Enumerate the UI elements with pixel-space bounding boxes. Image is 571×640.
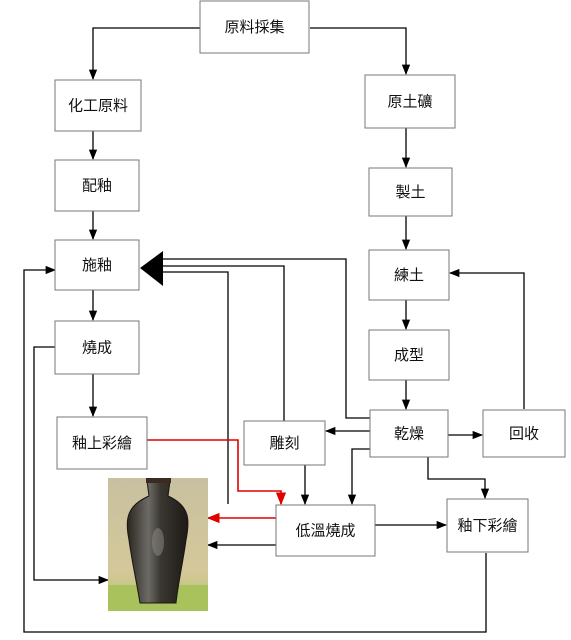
svg-text:練土: 練土 — [394, 266, 424, 284]
svg-text:化工原料: 化工原料 — [68, 97, 128, 115]
edge-recycling-to-kneading — [448, 268, 525, 409]
node-glaze-mixing[interactable]: 配釉 — [54, 159, 140, 212]
edges — [23, 27, 525, 633]
edge-drying-to-underglaze — [427, 457, 490, 500]
svg-text:釉下彩繪: 釉下彩繪 — [457, 517, 517, 535]
edge-drying-to-glazing-line — [163, 258, 370, 419]
edge-drying-to-low-temp — [347, 448, 370, 506]
svg-text:低溫燒成: 低溫燒成 — [295, 522, 355, 540]
edge-collection-to-clay-ore — [310, 27, 411, 76]
node-chemical-raw-material[interactable]: 化工原料 — [54, 79, 142, 132]
node-clay-kneading[interactable]: 練土 — [368, 249, 450, 301]
node-firing[interactable]: 燒成 — [54, 320, 140, 375]
node-underglaze-painting[interactable]: 釉下彩繪 — [446, 498, 529, 553]
edge-underglaze-to-glazing — [23, 265, 487, 633]
node-forming[interactable]: 成型 — [368, 329, 450, 381]
svg-text:釉上彩繪: 釉上彩繪 — [72, 434, 132, 452]
node-clay-making[interactable]: 製土 — [368, 167, 453, 217]
svg-text:回收: 回收 — [509, 425, 539, 443]
edge-firing-to-vase — [33, 346, 110, 585]
nodes: 原料採集 化工原料 原土礦 配釉 製土 施釉 練土 燒成 — [54, 0, 566, 557]
node-carving[interactable]: 雕刻 — [243, 420, 326, 466]
svg-text:原料採集: 原料採集 — [224, 18, 284, 36]
glazing-large-arrowhead — [140, 251, 163, 286]
node-recycling[interactable]: 回收 — [482, 409, 566, 458]
node-overglaze-painting[interactable]: 釉上彩繪 — [56, 416, 148, 470]
node-glazing[interactable]: 施釉 — [54, 239, 140, 291]
edge-glazing-return-line — [163, 271, 229, 504]
svg-text:乾燥: 乾燥 — [394, 425, 424, 443]
svg-text:原土礦: 原土礦 — [387, 93, 432, 111]
svg-text:雕刻: 雕刻 — [269, 434, 299, 452]
edge-overglaze-to-low-temp — [147, 439, 287, 506]
svg-text:製土: 製土 — [395, 183, 425, 201]
node-raw-clay-ore[interactable]: 原土礦 — [364, 74, 456, 129]
node-drying[interactable]: 乾燥 — [369, 409, 449, 458]
vase-photo — [108, 478, 208, 611]
node-low-temp-firing[interactable]: 低溫燒成 — [275, 504, 376, 557]
svg-text:燒成: 燒成 — [82, 339, 112, 357]
node-raw-material-collection[interactable]: 原料採集 — [199, 0, 310, 54]
edge-carving-to-glazing-line1 — [163, 265, 285, 421]
svg-text:配釉: 配釉 — [82, 177, 112, 195]
svg-text:施釉: 施釉 — [82, 256, 112, 274]
svg-text:成型: 成型 — [394, 346, 424, 364]
edge-collection-to-chemical — [88, 27, 200, 81]
